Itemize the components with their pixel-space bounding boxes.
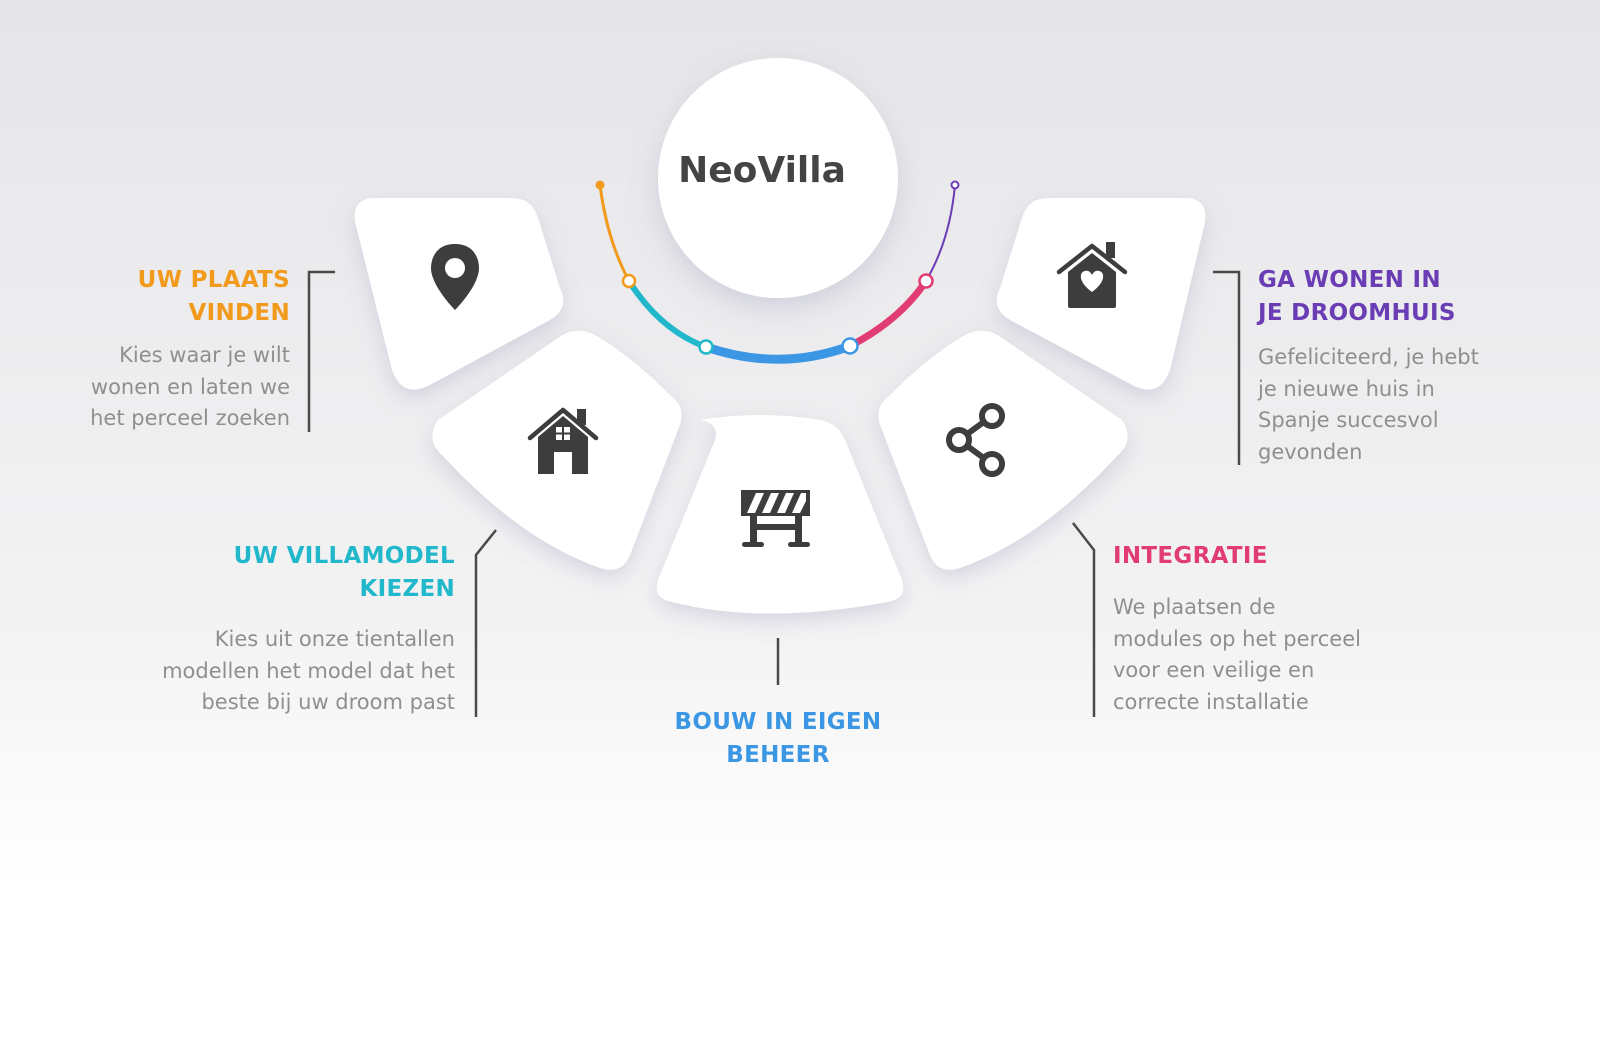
step-desc-line: correcte installatie [1113, 689, 1309, 714]
share-icon [946, 403, 1005, 477]
step-desc-line: We plaatsen de [1113, 595, 1276, 619]
step-title-line2: JE DROOMHUIS [1258, 300, 1456, 326]
step-title-line1: GA WONEN IN [1258, 267, 1441, 293]
step-desc-line: Kies waar je wilt [119, 343, 290, 367]
connector-lines [307, 270, 1241, 717]
map-pin-icon [431, 244, 479, 310]
house-icon [527, 407, 599, 474]
step-desc-line: voor een veilige en [1113, 658, 1315, 682]
step-desc-line: het perceel zoeken [90, 406, 290, 430]
progress-arc [598, 183, 956, 364]
step-desc-line: beste bij uw droom past [201, 690, 455, 714]
segment-integratie [878, 330, 1128, 570]
step-title-line2: BEHEER [726, 742, 830, 768]
center-circle [658, 58, 898, 298]
step-desc-line: wonen en laten we [90, 374, 290, 399]
step-desc-line: gevonden [1258, 439, 1363, 464]
step-desc-line: Kies uit onze tientallen [214, 627, 455, 651]
arc-nodes [595, 180, 960, 355]
step-title-line2: VINDEN [188, 300, 290, 326]
step-desc-line: modellen het model dat het [162, 658, 455, 683]
house-heart-icon [1056, 242, 1128, 308]
step-title-line2: KIEZEN [359, 576, 455, 602]
step-desc-line: Gefeliciteerd, je hebt [1258, 345, 1479, 369]
brand-logo: NeoVilla [678, 150, 846, 191]
step-desc-line: modules op het perceel [1113, 626, 1361, 651]
step-title-line1: UW PLAATS [137, 267, 290, 293]
step-title-line1: BOUW IN EIGEN [674, 709, 882, 735]
step-title-line1: INTEGRATIE [1113, 543, 1268, 569]
step-desc-line: Spanje succesvol [1258, 408, 1439, 432]
step-title-line1: UW VILLAMODEL [233, 543, 455, 569]
step-desc-line: je nieuwe huis in [1258, 376, 1435, 401]
construction-barrier-icon [741, 490, 810, 547]
